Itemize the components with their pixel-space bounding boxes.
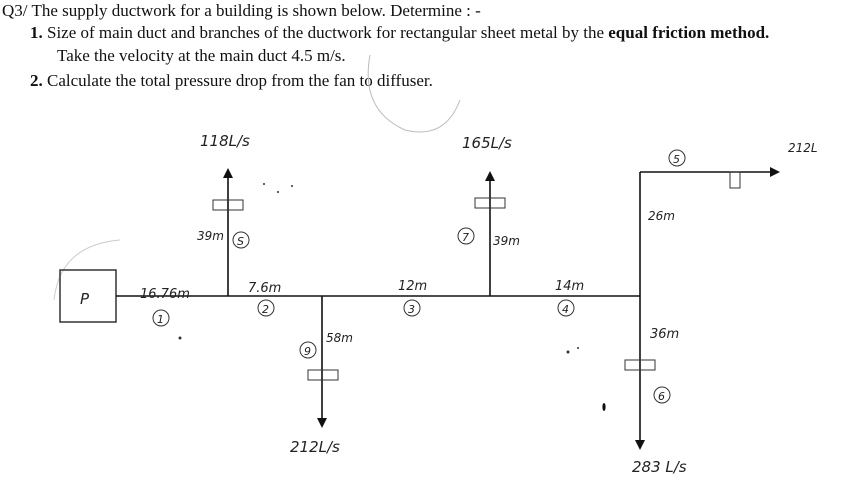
item-2-text: Calculate the total pressure drop from t… bbox=[47, 71, 433, 90]
length-label-3: 12m bbox=[398, 279, 427, 294]
arrow-down-icon bbox=[635, 440, 645, 450]
diffuser-bottom bbox=[307, 369, 339, 381]
question-intro: The supply ductwork for a building is sh… bbox=[31, 1, 481, 20]
svg-text:3: 3 bbox=[408, 303, 415, 316]
item-1-text-b: equal friction method. bbox=[608, 23, 770, 42]
svg-text:9: 9 bbox=[304, 345, 311, 358]
section-marker-8: S bbox=[232, 231, 250, 249]
question-item-1: 1. Size of main duct and branches of the… bbox=[30, 22, 769, 44]
length-label-5: 26m bbox=[648, 209, 675, 223]
length-label-6: 36m bbox=[650, 327, 679, 342]
svg-text:S: S bbox=[237, 235, 244, 248]
length-label-8: 39m bbox=[197, 229, 224, 243]
arrow-up-icon bbox=[485, 171, 495, 181]
question-intro-line: Q3/ The supply ductwork for a building i… bbox=[2, 0, 481, 22]
svg-text:2: 2 bbox=[262, 303, 269, 316]
item-2-number: 2. bbox=[30, 71, 43, 90]
question-item-2: 2. Calculate the total pressure drop fro… bbox=[30, 70, 433, 92]
svg-text:1: 1 bbox=[157, 313, 164, 326]
diffuser-left bbox=[212, 199, 244, 211]
item-1-number: 1. bbox=[30, 23, 43, 42]
diffuser-right-end bbox=[729, 171, 741, 189]
diffuser-right-lower bbox=[624, 359, 656, 371]
question-item-1-cont: Take the velocity at the main duct 4.5 m… bbox=[57, 45, 346, 67]
section-marker-5: 5 bbox=[668, 149, 686, 167]
length-label-9: 58m bbox=[326, 331, 353, 345]
diffuser-mid bbox=[474, 197, 506, 209]
item-1-text-c: Take the velocity at the main duct 4.5 m… bbox=[57, 46, 346, 65]
section-marker-7: 7 bbox=[457, 227, 475, 245]
svg-text:7: 7 bbox=[462, 231, 469, 244]
length-label-7: 39m bbox=[493, 234, 520, 248]
svg-text:5: 5 bbox=[673, 153, 680, 166]
length-label-4: 14m bbox=[555, 279, 584, 294]
pencil-marks bbox=[178, 183, 606, 411]
flow-top-left: 118L/s bbox=[200, 132, 250, 150]
section-marker-3: 3 bbox=[403, 299, 421, 317]
arrow-down-icon bbox=[317, 418, 327, 428]
question-number: Q3/ bbox=[2, 1, 28, 20]
svg-text:4: 4 bbox=[562, 303, 569, 316]
flow-bottom-right: 283 L/s bbox=[632, 458, 687, 476]
section-marker-1: 1 bbox=[152, 309, 170, 327]
arrow-right-icon bbox=[770, 167, 780, 177]
section-marker-4: 4 bbox=[557, 299, 575, 317]
svg-text:6: 6 bbox=[658, 390, 665, 403]
flow-right-end: 212L bbox=[788, 141, 818, 155]
section-marker-6: 6 bbox=[653, 386, 671, 404]
section-marker-2: 2 bbox=[257, 299, 275, 317]
item-1-text-a: Size of main duct and branches of the du… bbox=[47, 23, 609, 42]
length-label-2: 7.6m bbox=[248, 281, 281, 296]
fan-label: P bbox=[80, 290, 90, 308]
arrow-up-icon bbox=[223, 168, 233, 178]
section-marker-9: 9 bbox=[299, 341, 317, 359]
pencil-arc bbox=[367, 54, 461, 133]
pencil-arc-left bbox=[53, 239, 121, 301]
length-label-1: 16.76m bbox=[140, 287, 190, 302]
flow-top-mid: 165L/s bbox=[462, 134, 512, 152]
flow-bottom-mid: 212L/s bbox=[290, 438, 340, 456]
